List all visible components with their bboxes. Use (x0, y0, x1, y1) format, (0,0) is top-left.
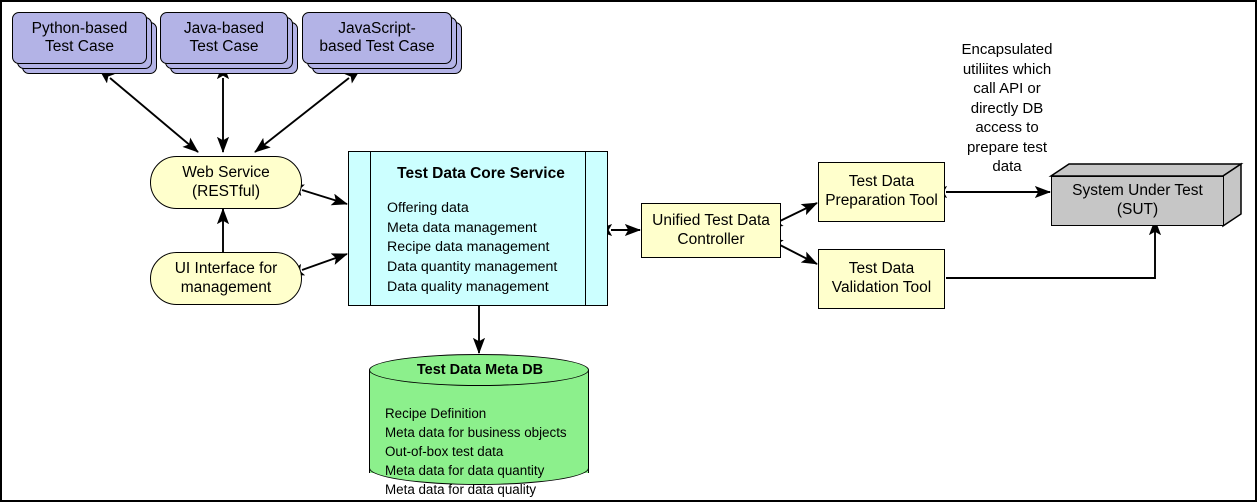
database-content: Test Data Meta DB Recipe Definition Meta… (369, 362, 589, 499)
sut-3d-faces (1048, 162, 1244, 228)
database-item: Meta data for business objects (385, 425, 567, 441)
core-service-item: Meta data management (387, 219, 537, 236)
java-test-case-node: Java-based Test Case (160, 12, 298, 74)
test-data-validation-tool-node: Test Data Validation Tool (818, 249, 945, 309)
preparation-tool-line1: Test Data (848, 173, 915, 191)
database-item: Recipe Definition (385, 406, 487, 421)
web-service-node: Web Service (RESTful) (150, 156, 302, 209)
javascript-test-case-label: JavaScript- based Test Case (302, 12, 452, 64)
test-data-core-service-node: Test Data Core Service Offering data Met… (348, 151, 608, 306)
unified-test-data-controller-node: Unified Test Data Controller (641, 203, 781, 258)
validation-tool-line2: Validation Tool (831, 279, 932, 296)
java-test-case-line1: Java-based (183, 19, 265, 37)
controller-line2: Controller (677, 230, 745, 248)
java-test-case-label: Java-based Test Case (160, 12, 288, 64)
web-service-line1: Web Service (182, 163, 270, 181)
database-title: Test Data Meta DB (416, 362, 544, 378)
javascript-test-case-line1: JavaScript- (338, 19, 416, 37)
system-under-test-node: System Under Test (SUT) (1048, 162, 1244, 228)
core-service-title: Test Data Core Service (397, 165, 565, 182)
database-item: Out-of-box test data (385, 444, 504, 460)
ui-interface-line1: UI Interface for (174, 259, 278, 277)
annotation-line: data (992, 158, 1022, 175)
sut-front-face: System Under Test (SUT) (1051, 176, 1224, 226)
arrow-validation-sut (946, 219, 1162, 279)
component-divider-right (585, 152, 586, 305)
test-data-meta-db-node: Test Data Meta DB Recipe Definition Meta… (369, 354, 589, 497)
javascript-test-case-line2: based Test Case (319, 38, 435, 55)
annotation-line: prepare test (966, 138, 1048, 156)
sut-line2: (SUT) (1116, 201, 1159, 218)
cylinder-body-mask (369, 371, 589, 468)
ui-interface-line2: management (180, 278, 272, 296)
annotation-line: directly DB (970, 99, 1044, 117)
validation-tool-line1: Test Data (848, 260, 915, 278)
python-test-case-line1: Python-based (31, 19, 128, 37)
encapsulated-utilities-note: Encapsulated utiliites which call API or… (942, 40, 1072, 177)
python-test-case-line2: Test Case (45, 38, 114, 55)
arrow-ui-core (287, 253, 348, 276)
core-service-item: Recipe data management (387, 239, 550, 256)
web-service-line2: (RESTful) (191, 182, 261, 200)
ui-interface-node: UI Interface for management (150, 252, 302, 305)
arrow-python-webservice (98, 68, 199, 153)
core-service-item: Data quality management (387, 278, 549, 295)
annotation-line: access to (975, 119, 1039, 136)
annotation-line: Encapsulated (961, 41, 1053, 58)
python-test-case-node: Python-based Test Case (12, 12, 157, 74)
preparation-tool-line2: Preparation Tool (825, 192, 938, 209)
arrow-controller-prep (766, 202, 818, 228)
cylinder-top-ellipse (369, 354, 589, 386)
java-test-case-line2: Test Case (189, 38, 259, 55)
component-divider-left (370, 152, 371, 305)
annotation-line: call API or (973, 80, 1041, 97)
database-item: Meta data for data quality (385, 482, 537, 498)
database-item: Meta data for data quantity (385, 463, 545, 479)
arrow-javascript-webservice (254, 68, 361, 153)
test-data-preparation-tool-node: Test Data Preparation Tool (818, 162, 945, 222)
arrow-webservice-core (287, 184, 348, 206)
core-service-item: Data quantity management (387, 259, 558, 276)
sut-line1: System Under Test (1072, 182, 1203, 200)
python-test-case-label: Python-based Test Case (12, 12, 147, 64)
core-service-content: Test Data Core Service Offering data Met… (371, 152, 585, 305)
controller-line1: Unified Test Data (652, 211, 770, 229)
annotation-line: utiliites which (962, 60, 1052, 78)
arrow-controller-validation (766, 238, 818, 265)
javascript-test-case-node: JavaScript- based Test Case (302, 12, 462, 74)
core-service-item: Offering data (387, 200, 469, 216)
